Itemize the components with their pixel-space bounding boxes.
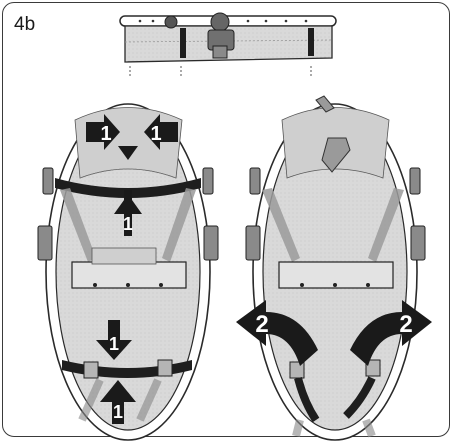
callout-1b: 1 bbox=[150, 123, 161, 145]
release-arrows-bottom bbox=[96, 320, 136, 424]
callout-1e: 1 bbox=[113, 402, 123, 422]
carrycot-side-view bbox=[119, 12, 337, 76]
release-arrows-top bbox=[86, 114, 178, 236]
callout-1c: 1 bbox=[123, 214, 133, 234]
carrycot-right bbox=[245, 95, 426, 441]
callout-2b: 2 bbox=[399, 311, 412, 338]
callout-2a: 2 bbox=[255, 311, 268, 338]
step-label: 4b bbox=[14, 14, 36, 35]
pull-arrows bbox=[236, 300, 432, 366]
callout-1a: 1 bbox=[100, 123, 111, 145]
left-hinges bbox=[37, 167, 219, 261]
callout-1d: 1 bbox=[109, 334, 119, 354]
